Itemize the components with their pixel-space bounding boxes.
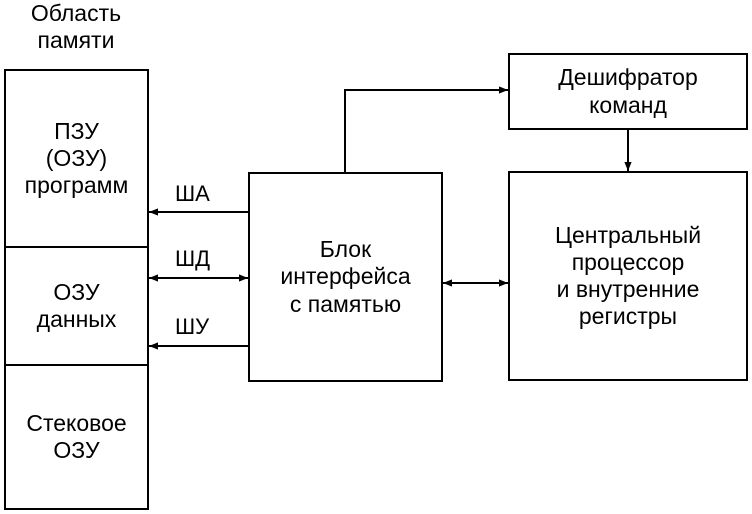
command-decoder-label: Дешифратор команд — [558, 64, 698, 118]
memory-interface-block: Блок интерфейса с памятью — [248, 172, 443, 382]
data-memory-label: ОЗУ данных — [36, 278, 117, 332]
cpu-block: Центральный процессор и внутренние регис… — [508, 171, 748, 381]
interface-decoder-arrow — [344, 86, 508, 172]
command-decoder-block: Дешифратор команд — [508, 53, 748, 130]
control-bus-label: ШУ — [175, 314, 210, 339]
memory-interface-label: Блок интерфейса с памятью — [280, 236, 411, 317]
stack-memory-label: Стековое ОЗУ — [26, 409, 127, 463]
data-bus-label: ШД — [175, 246, 211, 271]
program-memory-section: ПЗУ (ОЗУ) программ — [6, 71, 147, 248]
cpu-label: Центральный процессор и внутренние регис… — [554, 221, 702, 330]
memory-area-title: Область памяти — [30, 0, 122, 54]
data-memory-section: ОЗУ данных — [6, 248, 147, 366]
program-memory-label: ПЗУ (ОЗУ) программ — [24, 117, 129, 199]
stack-memory-section: Стековое ОЗУ — [6, 366, 147, 508]
memory-area: ПЗУ (ОЗУ) программ ОЗУ данных Стековое О… — [4, 69, 149, 510]
address-bus-label: ША — [175, 181, 210, 206]
